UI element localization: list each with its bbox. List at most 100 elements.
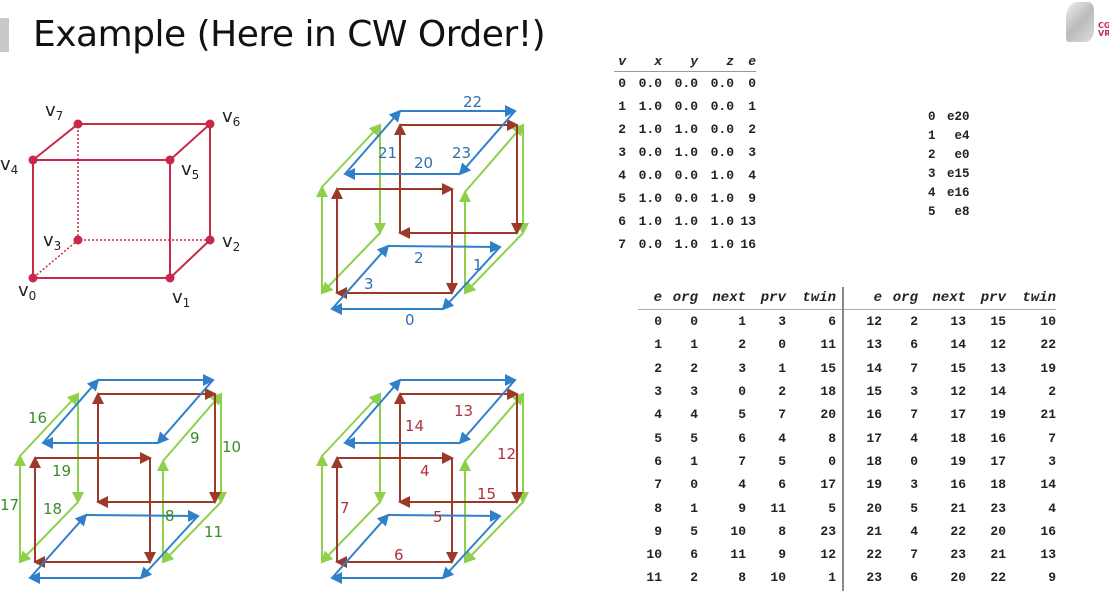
half-edge-arrow (331, 244, 390, 310)
half-edge-arrow (42, 378, 100, 444)
half-edge-arrow (344, 378, 402, 444)
table-row: 5 e8 (928, 205, 970, 224)
cube-edge (169, 239, 211, 279)
table-cell: 4 (910, 430, 918, 446)
table-cell: 21 (950, 500, 966, 516)
table-cell: 2 (928, 148, 936, 162)
table-cell: 1 (738, 314, 746, 330)
table-cell: 12 (990, 337, 1006, 353)
table-cell: 19 (950, 453, 966, 469)
half-edge-label: 23 (452, 144, 471, 162)
edge-col-header: prv (760, 290, 786, 306)
table-cell: 5 (738, 407, 746, 423)
cube-vertex (28, 273, 38, 283)
table-cell: 9 (654, 523, 662, 539)
table-cell: 0.0 (674, 168, 698, 183)
half-edge-label: 1 (473, 256, 483, 274)
half-edge-arrow (463, 232, 524, 295)
table-cell: 0.0 (674, 76, 698, 91)
half-edge-arrow (321, 392, 382, 457)
edge-col-header: e (873, 290, 882, 306)
table-cell: 2 (748, 122, 756, 137)
table-cell: 1.0 (710, 191, 734, 206)
table-cell: 1 (654, 337, 662, 353)
table-cell: 1 (748, 99, 756, 114)
half-edge-arrow (320, 232, 381, 295)
table-cell: 7 (910, 407, 918, 423)
table-cell: 0 (738, 384, 746, 400)
table-cell: 9 (1048, 570, 1056, 586)
table-cell: 4 (738, 477, 746, 493)
table-cell: 19 (1040, 360, 1056, 376)
table-cell: 11 (820, 337, 836, 353)
half-edge-label: 6 (394, 546, 404, 564)
vertex-col-header: z (726, 54, 734, 69)
table-cell: 12 (866, 314, 882, 330)
half-edge-label: 22 (463, 93, 482, 111)
table-cell: 1.0 (674, 122, 698, 137)
half-edge-label: 2 (414, 249, 424, 267)
half-edge-label: 15 (477, 485, 496, 503)
table-cell: 4 (928, 186, 936, 200)
half-edge-label: 18 (43, 500, 62, 518)
vertex-col-header: x (654, 54, 662, 69)
half-edge-arrow (85, 509, 200, 522)
table-cell: 4 (618, 168, 626, 183)
table-cell: 1 (690, 500, 698, 516)
vertex-label: v1 (172, 287, 190, 310)
table-cell: 5 (928, 205, 936, 219)
vertex-label: v5 (181, 159, 199, 182)
table-cell: 5 (618, 191, 626, 206)
table-cell: 22 (950, 523, 966, 539)
table-cell: 23 (990, 500, 1006, 516)
table-cell: 10 (646, 547, 662, 563)
table-cell: 1.0 (638, 191, 662, 206)
table-cell: 18 (990, 477, 1006, 493)
table-cell: 1 (690, 453, 698, 469)
table-cell: 22 (1040, 337, 1056, 353)
table-cell: 3 (654, 384, 662, 400)
table-cell: 5 (910, 500, 918, 516)
vertex-label: v4 (0, 154, 18, 177)
edge-col-header: prv (980, 290, 1006, 306)
table-divider (842, 287, 844, 591)
table-cell: 7 (778, 407, 786, 423)
vertex-label: v0 (18, 280, 36, 303)
half-edge-arrow (387, 509, 502, 522)
table-cell: 14 (866, 360, 882, 376)
table-cell: 6 (654, 453, 662, 469)
table-cell: 2 (654, 360, 662, 376)
table-cell: 3 (778, 314, 786, 330)
table-cell: 1 (618, 99, 626, 114)
table-cell: e8 (954, 205, 970, 219)
table-cell: 0.0 (638, 145, 662, 160)
table-cell: 6 (910, 570, 918, 586)
table-cell: 0.0 (710, 145, 734, 160)
table-cell: 9 (738, 500, 746, 516)
table-cell: 3 (690, 384, 698, 400)
table-cell: 4 (1048, 500, 1056, 516)
table-cell: 22 (866, 547, 882, 563)
table-cell: e15 (947, 167, 970, 181)
table-cell: 11 (770, 500, 786, 516)
table-cell: 13 (740, 214, 756, 229)
table-cell: 17 (950, 407, 966, 423)
table-cell: 14 (1040, 477, 1056, 493)
edge-col-header: twin (1022, 290, 1056, 306)
table-cell: 3 (738, 360, 746, 376)
table-cell: 3 (618, 145, 626, 160)
table-cell: 13 (990, 360, 1006, 376)
half-edge-label: 9 (190, 429, 200, 447)
